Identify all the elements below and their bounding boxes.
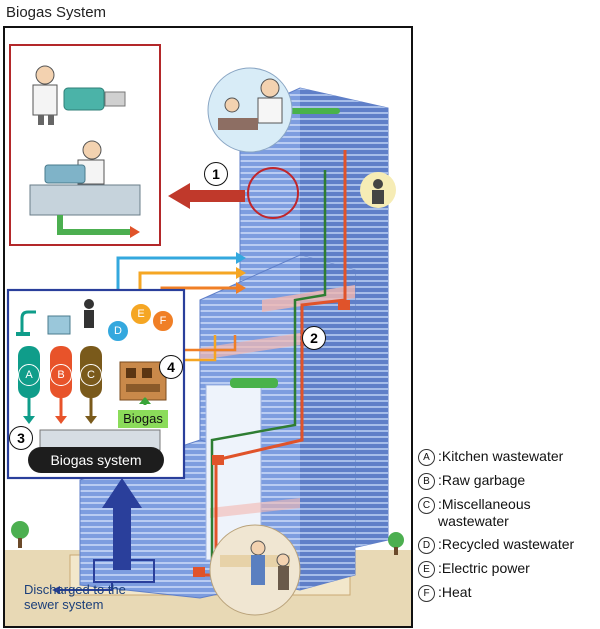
legend-text-f: :Heat — [438, 584, 472, 600]
flow-e-label: E — [130, 303, 152, 325]
legend-text-e: :Electric power — [438, 560, 530, 576]
legend-text-c: :Miscellaneous wastewater — [438, 496, 531, 529]
person-icon — [84, 299, 94, 309]
discharged-label: Discharged to the sewer system — [24, 582, 126, 612]
step-3-marker: 3 — [9, 426, 33, 450]
arrow-to-inset — [168, 183, 245, 209]
garbage-icon — [47, 315, 71, 335]
legend-badge-a: A — [418, 449, 435, 466]
tank-b-label: B — [50, 364, 72, 386]
legend-badge-b: B — [418, 473, 435, 490]
legend-item-a: A :Kitchen wastewater — [418, 448, 598, 466]
step-2-marker: 2 — [302, 326, 326, 350]
biogas-system-label: Biogas system — [28, 447, 164, 473]
legend-text-b: :Raw garbage — [438, 472, 526, 488]
legend-badge-f: F — [418, 585, 435, 602]
flow-d-label: D — [107, 320, 129, 342]
legend-badge-c: C — [418, 497, 435, 514]
legend-text-a: :Kitchen wastewater — [438, 448, 564, 464]
legend-text-d: :Recycled wastewater — [438, 536, 575, 552]
diagram-title: Biogas System — [6, 4, 107, 21]
chef-illustration — [29, 65, 141, 238]
legend-item-e: E :Electric power — [418, 560, 598, 578]
legend-badge-e: E — [418, 561, 435, 578]
step-4-marker: 4 — [159, 355, 183, 379]
outflow-arrow — [102, 478, 142, 570]
legend-item-b: B :Raw garbage — [418, 472, 598, 490]
step-1-marker: 1 — [204, 162, 228, 186]
legend-badge-d: D — [418, 537, 435, 554]
faucet-icon — [20, 310, 36, 335]
legend-item-d: D :Recycled wastewater — [418, 536, 598, 554]
legend-item-f: F :Heat — [418, 584, 598, 602]
tank-a-label: A — [18, 364, 40, 386]
outer-frame — [3, 26, 413, 628]
legend-item-c: C :Miscellaneous wastewater — [418, 496, 598, 530]
legend: A :Kitchen wastewater B :Raw garbage C :… — [418, 448, 598, 608]
tank-c-label: C — [80, 364, 102, 386]
biogas-label: Biogas — [118, 410, 168, 428]
flow-f-label: F — [152, 310, 174, 332]
